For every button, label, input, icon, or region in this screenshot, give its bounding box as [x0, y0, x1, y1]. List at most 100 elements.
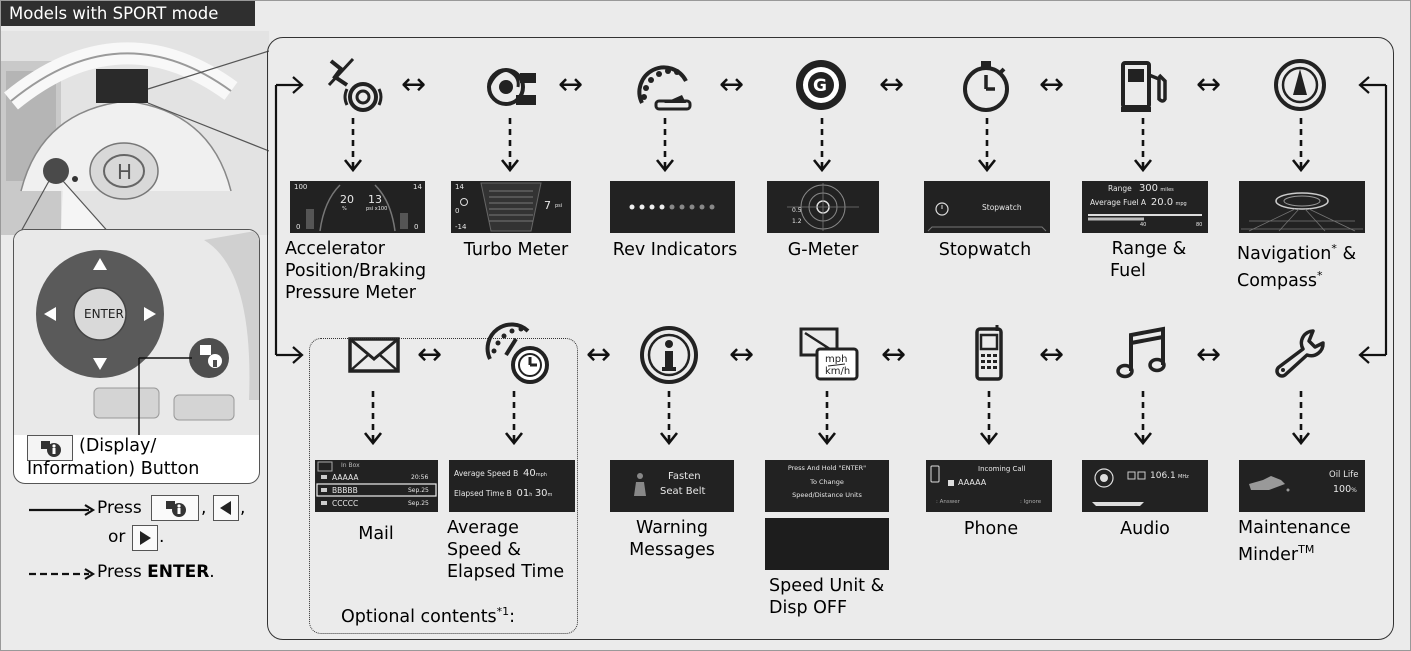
- svg-text:H: H: [117, 160, 132, 184]
- svg-text:G: G: [813, 76, 827, 96]
- bottom-enter-arrow-7: [1291, 391, 1311, 446]
- wrench-icon: [1269, 323, 1329, 383]
- legend-or-label: or: [108, 527, 126, 547]
- mail-header: In Box: [341, 462, 360, 469]
- bottom-arrow-3: ↔: [729, 337, 755, 372]
- maintenance-line1: Oil Life: [1329, 470, 1359, 480]
- avg-line2: Elapsed Time B 01h 30m: [454, 488, 553, 499]
- range-scale-mid: 40: [1140, 222, 1147, 228]
- top-enter-arrow-6: [1133, 118, 1153, 173]
- button-caption-line2: Information) Button: [27, 459, 200, 479]
- warning-line2: Seat Belt: [660, 486, 706, 497]
- speedunit-line1: Press And Hold "ENTER": [787, 464, 867, 472]
- legend-right-button-icon: [132, 525, 158, 551]
- display-cycle-frame: [267, 37, 1394, 640]
- navigation-compass-screen: [1239, 181, 1365, 233]
- label-mail: Mail: [358, 524, 394, 544]
- g-meter-icon: G: [791, 55, 851, 115]
- phone-ignore: : Ignore: [1020, 499, 1042, 505]
- turbo-top: 14: [455, 183, 464, 191]
- mail-screen: In Box AAAAA 20:56 BBBBB Sep.25 CCCCC Se…: [315, 460, 438, 512]
- mail-row1-name: AAAAA: [332, 473, 359, 482]
- audio-screen: 106.1 MHz: [1082, 460, 1208, 512]
- acc-top-right: 14: [413, 183, 422, 191]
- legend-press-enter-label: Press ENTER.: [97, 562, 215, 582]
- mail-row3-name: CCCCC: [332, 499, 359, 508]
- stopwatch-screen: Stopwatch: [924, 181, 1050, 233]
- label-navigation-compass: Navigation* & Compass*: [1237, 242, 1357, 291]
- bottom-arrow-4: ↔: [881, 337, 907, 372]
- rev-indicator-icon: [634, 55, 694, 115]
- accelerator-brake-icon: [323, 55, 383, 115]
- display-off-screen: [765, 518, 889, 570]
- range-line1: Range 300 miles: [1108, 183, 1174, 194]
- bottom-enter-arrow-1: [363, 391, 383, 446]
- enter-key-label: ENTER: [84, 307, 124, 321]
- phone-screen: Incoming Call AAAAA : Answer : Ignore: [926, 460, 1052, 512]
- avg-line1: Average Speed B 40mph: [454, 468, 547, 479]
- maintenance-value: 100%: [1333, 484, 1357, 495]
- bottom-arrow-1: ↔: [417, 337, 443, 372]
- display-info-button-icon: [27, 435, 73, 461]
- bottom-enter-arrow-3: [659, 391, 679, 446]
- legend-period: .: [159, 527, 165, 547]
- bottom-enter-arrow-2: [504, 391, 524, 446]
- button-caption-line1: (Display/: [79, 436, 157, 456]
- bottom-enter-arrow-4: [817, 391, 837, 446]
- phone-answer: : Answer: [936, 499, 960, 505]
- turbo-screen: 14 0 -14 7 psi: [451, 181, 571, 233]
- phone-title: Incoming Call: [978, 465, 1026, 473]
- warning-messages-screen: Fasten Seat Belt: [610, 460, 734, 512]
- rev-indicator-screen: [610, 181, 735, 233]
- acc-bottom-right: 0: [414, 223, 419, 231]
- stopwatch-icon: [956, 55, 1016, 115]
- top-arrow-3: ↔: [719, 67, 745, 102]
- mail-row1-date: 20:56: [411, 474, 429, 481]
- bottom-arrow-5: ↔: [1039, 337, 1065, 372]
- label-phone: Phone: [963, 519, 1019, 539]
- top-arrow-5: ↔: [1039, 67, 1065, 102]
- g-tick-top: 0.5: [792, 207, 802, 214]
- legend-comma-2: ,: [240, 498, 246, 518]
- left-connector: [274, 76, 304, 364]
- legend-left-button-icon: [213, 495, 239, 521]
- phone-icon: [959, 323, 1019, 383]
- label-rev-indicators: Rev Indicators: [612, 240, 738, 260]
- acc-value2: 13: [368, 193, 382, 206]
- control-pad-callout: ENTER (Display/ Information) Button: [13, 229, 260, 484]
- fuel-pump-icon: [1113, 55, 1173, 115]
- top-arrow-4: ↔: [879, 67, 905, 102]
- audio-freq: 106.1: [1150, 471, 1176, 481]
- steering-wheel-illustration: H: [1, 31, 270, 236]
- bottom-enter-arrow-6: [1133, 391, 1153, 446]
- top-enter-arrow-5: [977, 118, 997, 173]
- acc-bottom-left: 0: [296, 223, 301, 231]
- header-title: Models with SPORT mode: [1, 1, 255, 26]
- speed-time-icon: [484, 319, 554, 389]
- range-fuel-screen: Range 300 miles Average Fuel A 20.0 mpg …: [1082, 181, 1208, 233]
- acc-unit1: %: [342, 206, 347, 212]
- legend-press-label: Press: [97, 498, 142, 518]
- g-meter-screen: 0.5 1.2: [767, 181, 879, 233]
- range-scale-right: 80: [1196, 222, 1203, 228]
- optional-contents-group: [309, 338, 578, 634]
- mail-row2-name: BBBBB: [332, 486, 358, 495]
- label-speed-unit: Speed Unit &Disp OFF: [769, 576, 885, 618]
- music-note-icon: [1113, 323, 1173, 383]
- bottom-arrow-2: ↔: [586, 337, 612, 372]
- audio-unit: MHz: [1178, 474, 1189, 480]
- svg-text:km/h: km/h: [825, 366, 850, 377]
- legend-display-button-icon: [151, 495, 199, 521]
- compass-icon: [1270, 55, 1330, 115]
- label-audio: Audio: [1120, 519, 1170, 539]
- turbo-bottom: -14: [455, 223, 467, 231]
- speed-unit-screen: Press And Hold "ENTER" To Change Speed/D…: [765, 460, 889, 512]
- speedunit-line3: Speed/Distance Units: [792, 491, 862, 499]
- right-connector: [1358, 76, 1388, 364]
- mail-icon: [344, 325, 404, 385]
- top-arrow-6: ↔: [1196, 67, 1222, 102]
- optional-contents-label: Optional contents*1:: [341, 605, 516, 627]
